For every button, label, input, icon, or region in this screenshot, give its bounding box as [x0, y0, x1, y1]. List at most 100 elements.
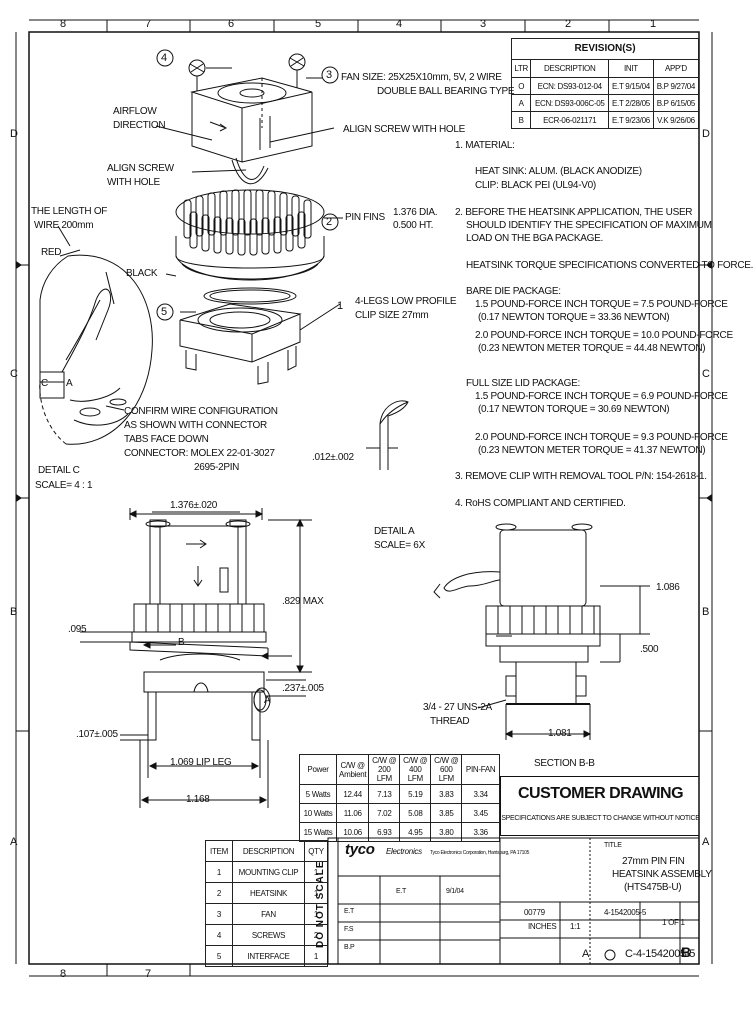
note-line: 2.0 POUND-FORCE INCH TORQUE = 9.3 POUND-… [475, 432, 728, 443]
title-line-1: 27mm PIN FIN [622, 856, 685, 867]
callout-1: 1 [337, 300, 343, 312]
customer-drawing-title: CUSTOMER DRAWING [517, 785, 684, 802]
zone-top-2: 2 [565, 18, 571, 30]
fan-bearing-label: DOUBLE BALL BEARING TYPE [377, 86, 515, 97]
airflow-label: AIRFLOW [113, 106, 157, 117]
note-line: BARE DIE PACKAGE: [466, 286, 561, 297]
height-label: 0.500 HT. [393, 220, 434, 231]
detail-a-title: DETAIL A [374, 526, 415, 537]
connector-label: CONNECTOR: MOLEX 22-01-3027 [124, 448, 275, 459]
zone-top-4: 4 [396, 18, 402, 30]
pin-fins-label: PIN FINS [345, 212, 385, 223]
note-line: (0.17 NEWTON TORQUE = 33.36 NEWTON) [478, 312, 670, 323]
note-line: 2. BEFORE THE HEATSINK APPLICATION, THE … [455, 207, 693, 218]
zone-left-a: A [10, 836, 18, 848]
do-not-scale-label: DO NOT SCALE [315, 860, 326, 948]
rev-cell: B [510, 111, 532, 129]
clip-size-label: CLIP SIZE 27mm [355, 310, 429, 321]
exploded-view-drawing [39, 49, 650, 808]
customer-drawing-box: CUSTOMER DRAWING SPECIFICATIONS ARE SUBJ… [500, 776, 700, 836]
bom-cell: 1 [304, 903, 328, 925]
rev-cell: O [510, 77, 532, 95]
airflow-direction-label: DIRECTION [113, 120, 166, 131]
note-line: 4. RoHS COMPLIANT AND CERTIFIED. [455, 498, 626, 509]
dr-date: 9/1/04 [446, 888, 464, 895]
dim-107: .107±.005 [76, 729, 118, 740]
thermal-table: Power C/W @ Ambient C/W @ 200 LFM C/W @ … [298, 754, 500, 842]
zone-top-8: 8 [60, 18, 66, 30]
align-screw-hole-label: ALIGN SCREW WITH HOLE [343, 124, 466, 135]
fan-size-label: FAN SIZE: 25X25X10mm, 5V, 2 WIRE [341, 72, 502, 83]
dim-500: .500 [640, 644, 659, 655]
dim-1081: 1.081 [548, 728, 572, 739]
zone-top-7: 7 [145, 18, 151, 30]
thermal-header: PIN-FAN [461, 754, 500, 785]
note-line: 2.0 POUND-FORCE INCH TORQUE = 10.0 POUND… [475, 330, 733, 341]
thermal-cell: 10.06 [336, 822, 370, 842]
section-marker-b-left: B [178, 637, 185, 648]
zone-top-6: 6 [228, 18, 234, 30]
note-line: CLIP: BLACK PEI (UL94-V0) [475, 180, 596, 191]
dr-initials: E.T [396, 888, 406, 895]
title-block-grid [327, 837, 700, 965]
reference-number: C-4-1542005-5 [625, 948, 696, 960]
revision-letter: B [681, 944, 691, 960]
zone-left-d: D [10, 128, 18, 140]
size-value: A [582, 948, 590, 960]
confirm-wire-label: CONFIRM WIRE CONFIGURATION [124, 406, 278, 417]
revision-table: LTR DESCRIPTION INIT APP'D O ECN: DS93-0… [510, 59, 700, 129]
callout-3: 3 [326, 69, 332, 81]
note-line: HEATSINK TORQUE SPECIFICATIONS CONVERTED… [466, 260, 753, 271]
bom-cell: 1 [304, 945, 328, 967]
clip-label: 4-LEGS LOW PROFILE [355, 296, 457, 307]
callout-2: 2 [326, 216, 332, 228]
notes-block: 1. MATERIAL: HEAT SINK: ALUM. (BLACK ANO… [455, 140, 753, 520]
revision-block: REVISION(S) LTR DESCRIPTION INIT APP'D O… [510, 38, 700, 136]
title-line-3: (HTS475B-U) [624, 882, 682, 893]
scale-value: 1:1 [570, 922, 581, 931]
dim-829-max: .829 MAX [282, 596, 324, 607]
detail-c-marker: C [41, 378, 48, 389]
rev-cell: V.K 9/26/06 [652, 111, 700, 129]
thermal-cell: 3.83 [430, 784, 463, 804]
sheet-value: 1 OF 1 [662, 918, 685, 927]
zone-top-5: 5 [315, 18, 321, 30]
dim-095: .095 [68, 624, 87, 635]
align-screw-label: ALIGN SCREW [107, 163, 174, 174]
detail-a-marker: A [66, 378, 73, 389]
zone-right-d: D [702, 128, 710, 140]
zone-bottom-8: 8 [60, 968, 66, 980]
callout-5: 5 [161, 306, 167, 318]
zone-top-1: 1 [650, 18, 656, 30]
note-line: (0.23 NEWTON METER TORQUE = 44.48 NEWTON… [478, 343, 706, 354]
thermal-header: C/W @ 200 LFM [368, 754, 401, 785]
note-line: 1. MATERIAL: [455, 140, 515, 151]
tabs-face-label: TABS FACE DOWN [124, 434, 209, 445]
title-line-2: HEATSINK ASSEMBLY [612, 869, 712, 880]
note-line: SHOULD IDENTIFY THE SPECIFICATION OF MAX… [466, 220, 712, 231]
thermal-header: C/W @ 400 LFM [399, 754, 432, 785]
bom-cell: INTERFACE [232, 945, 305, 967]
note-line: 1.5 POUND-FORCE INCH TORQUE = 6.9 POUND-… [475, 391, 728, 402]
callout-a-front: A [264, 695, 271, 706]
note-line: 3. REMOVE CLIP WITH REMOVAL TOOL P/N: 15… [455, 471, 707, 482]
diameter-label: 1.376 DIA. [393, 207, 438, 218]
note-line: HEAT SINK: ALUM. (BLACK ANODIZE) [475, 166, 642, 177]
appd-label: B.P [344, 944, 355, 951]
dim-1376: 1.376±.020 [170, 500, 217, 511]
customer-drawing-subtitle: SPECIFICATIONS ARE SUBJECT TO CHANGE WIT… [501, 815, 700, 822]
detail-a-scale: SCALE= 6X [374, 540, 425, 551]
ok-label: F.S [344, 926, 354, 933]
units-value: INCHES [528, 922, 557, 931]
dim-1086: 1.086 [656, 582, 680, 593]
as-shown-label: AS SHOWN WITH CONNECTOR [124, 420, 267, 431]
section-bb-title: SECTION B-B [534, 758, 595, 769]
note-line: LOAD ON THE BGA PACKAGE. [466, 233, 603, 244]
drawing-number: 4-1542005-5 [604, 908, 647, 917]
wire-length-label: THE LENGTH OF [31, 206, 108, 217]
thread-word-label: THREAD [430, 716, 470, 727]
zone-bottom-7: 7 [145, 968, 151, 980]
zone-right-a: A [702, 836, 710, 848]
detail-c-scale: SCALE= 4 : 1 [35, 480, 93, 491]
